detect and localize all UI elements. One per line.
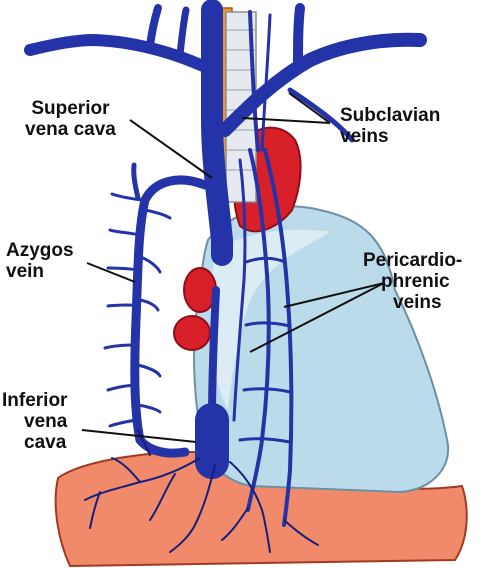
label-line: veins [340,126,389,147]
thyroid-branch [248,10,260,152]
leader-inferior-vena-cava [81,429,197,443]
label-line: vena [24,411,68,432]
label-line: Azygos [6,240,74,261]
thyroid-branch-2 [260,13,272,152]
pericardiophrenic-rungs [238,256,292,444]
intercostal-branches [103,192,172,428]
label-subclavian-veins: Subclavian veins [340,105,440,147]
phrenic-branches [84,429,319,553]
leader-superior-vena-cava [129,119,213,179]
left-branch-2 [176,6,190,59]
aorta-segment-upper [183,267,217,313]
pericardiophrenic-vein-medial [232,158,247,422]
azygos-top [131,162,141,201]
pericardiophrenic-vein-right [263,148,294,527]
left-atrium-bulge [210,229,330,410]
label-line: Inferior [2,390,68,411]
label-line: phrenic [381,271,450,292]
aorta-segment-lower [173,315,211,351]
right-jugular-branch [293,3,305,71]
label-superior-vena-cava: Superior vena cava [25,98,116,140]
left-jugular-branch [146,4,162,50]
label-line: Subclavian [340,105,441,126]
right-subclavian-vein [287,87,355,143]
label-line: vein [6,261,45,282]
venous-system [24,0,427,553]
leader-pericardiophrenic-2 [249,282,385,353]
label-line: Superior [31,98,110,119]
left-brachiocephalic-vein [24,34,218,76]
label-line: veins [393,292,442,313]
label-azygos-vein: Azygos vein [6,240,74,282]
superior-vena-cava [201,0,233,266]
leader-subclavian-2 [241,117,331,124]
label-pericardiophrenic-veins: Pericardio- phrenic veins [363,250,462,313]
leader-pericardiophrenic-1 [283,282,385,308]
leader-azygos [86,262,136,283]
pericardiophrenic-vein-left [246,148,271,512]
label-line: Pericardio- [363,250,463,271]
label-line: vena cava [25,119,116,140]
ivc-to-heart [208,286,220,424]
leader-lines [81,92,385,443]
label-line: cava [24,432,67,453]
right-brachiocephalic-vein [218,32,427,137]
leader-subclavian-1 [288,92,331,124]
label-inferior-vena-cava: Inferior vena cava [2,390,67,453]
